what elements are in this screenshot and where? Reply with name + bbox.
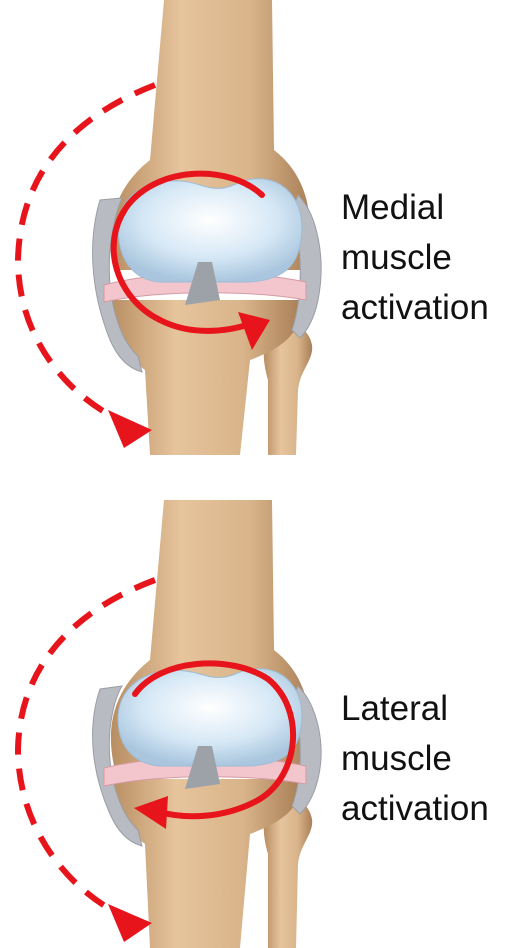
caption-line: activation [341, 784, 516, 834]
swing-arrowhead [108, 410, 152, 448]
caption-line: Lateral [341, 684, 516, 734]
medial-activation-panel: Medial muscle activation [0, 0, 518, 474]
caption-lateral: Lateral muscle activation [341, 684, 516, 834]
swing-arrowhead [108, 904, 152, 942]
caption-line: activation [341, 283, 516, 333]
caption-medial: Medial muscle activation [341, 183, 516, 333]
caption-line: Medial [341, 183, 516, 233]
lateral-activation-panel: Lateral muscle activation [0, 474, 518, 948]
caption-line: muscle [341, 734, 516, 784]
caption-line: muscle [341, 233, 516, 283]
